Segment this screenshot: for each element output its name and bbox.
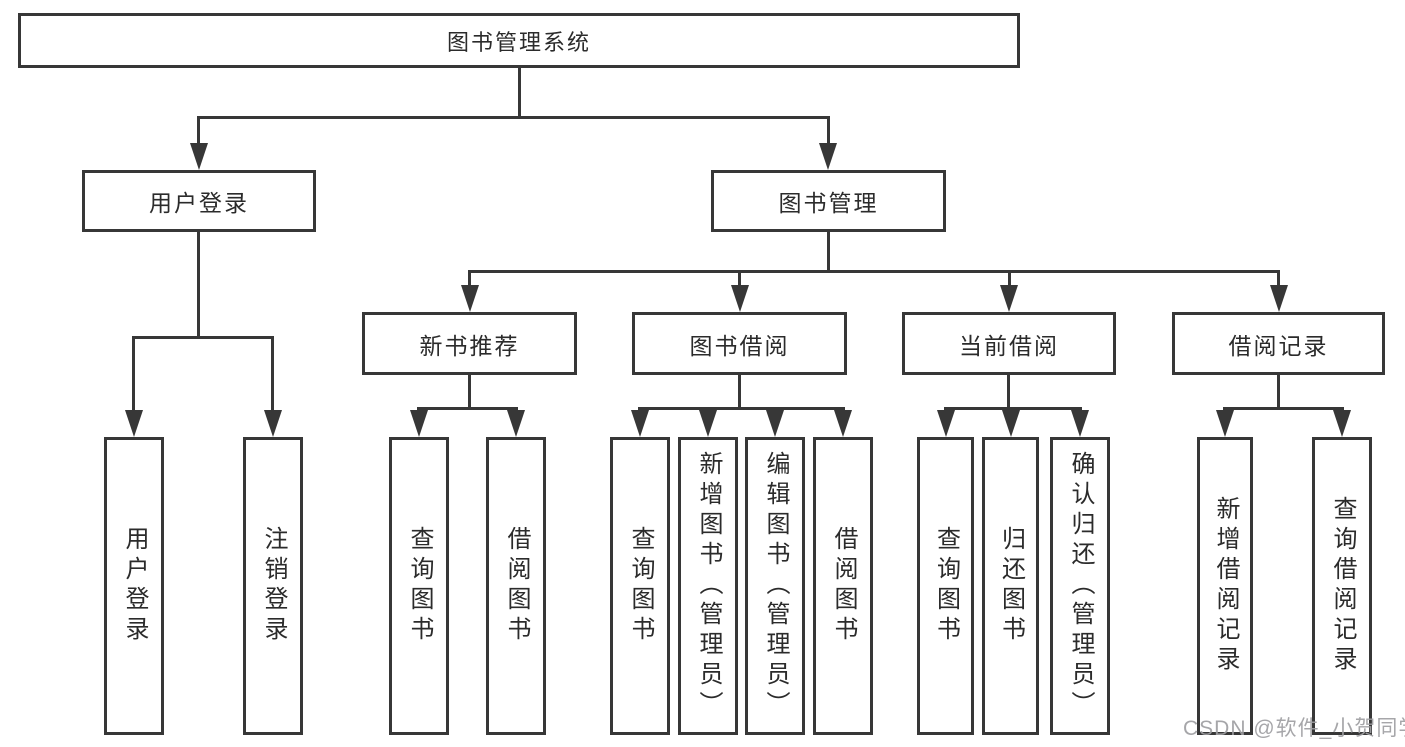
csdn-watermark: CSDN @软件_小贺同学 — [1183, 717, 1405, 740]
arrow-down-icon — [631, 410, 649, 437]
connector-root-stem — [518, 68, 521, 118]
leaf-query-books-recommend: 查询图书 — [389, 437, 449, 735]
arrow-down-icon — [1270, 285, 1288, 312]
connector-user-login-stem — [197, 232, 200, 336]
arrow-down-icon — [819, 143, 837, 170]
connector-leaf-drop — [271, 336, 274, 412]
leaf-borrow-books-recommend: 借阅图书 — [486, 437, 546, 735]
connector-new-book-drop — [468, 270, 471, 288]
arrow-down-icon — [1002, 410, 1020, 437]
connector-user-login-rail — [132, 336, 274, 339]
leaf-return-books: 归还图书 — [982, 437, 1039, 735]
leaf-add-book-admin: 新增图书（管理员） — [678, 437, 738, 735]
connector-current-borrowing-drop — [1008, 270, 1011, 288]
connector-leaf-drop — [132, 336, 135, 412]
connector-borrowing-records-rail — [1223, 407, 1344, 410]
leaf-edit-book-admin: 编辑图书（管理员） — [745, 437, 805, 735]
arrow-down-icon — [507, 410, 525, 437]
arrow-down-icon — [1333, 410, 1351, 437]
arrow-down-icon — [461, 285, 479, 312]
connector-book-borrowing-stem — [738, 375, 741, 410]
connector-current-borrowing-rail — [944, 407, 1082, 410]
connector-new-book-stem — [468, 375, 471, 410]
leaf-add-borrowing-record: 新增借阅记录 — [1197, 437, 1253, 735]
connector-new-book-rail — [417, 407, 518, 410]
arrow-down-icon — [1071, 410, 1089, 437]
node-book-management: 图书管理 — [711, 170, 946, 232]
leaf-confirm-return-admin: 确认归还（管理员） — [1050, 437, 1110, 735]
arrow-down-icon — [264, 410, 282, 437]
arrow-down-icon — [766, 410, 784, 437]
connector-borrowing-records-drop — [1277, 270, 1280, 288]
connector-borrowing-records-stem — [1277, 375, 1280, 410]
node-new-book-recommendation: 新书推荐 — [362, 312, 577, 375]
arrow-down-icon — [937, 410, 955, 437]
leaf-borrow-books-borrowing: 借阅图书 — [813, 437, 873, 735]
leaf-query-borrowing-record: 查询借阅记录 — [1312, 437, 1372, 735]
arrow-down-icon — [699, 410, 717, 437]
leaf-query-books-current: 查询图书 — [917, 437, 974, 735]
leaf-logout: 注销登录 — [243, 437, 303, 735]
arrow-down-icon — [125, 410, 143, 437]
connector-level3-rail — [468, 270, 1280, 273]
arrow-down-icon — [834, 410, 852, 437]
connector-book-borrowing-drop — [738, 270, 741, 288]
node-user-login: 用户登录 — [82, 170, 316, 232]
arrow-down-icon — [1216, 410, 1234, 437]
node-borrowing-records: 借阅记录 — [1172, 312, 1385, 375]
connector-root-rail — [197, 116, 830, 119]
arrow-down-icon — [190, 143, 208, 170]
arrow-down-icon — [731, 285, 749, 312]
node-book-borrowing: 图书借阅 — [632, 312, 847, 375]
connector-book-management-drop — [827, 116, 830, 146]
connector-book-borrowing-rail — [638, 407, 845, 410]
node-root: 图书管理系统 — [18, 13, 1020, 68]
connector-current-borrowing-stem — [1007, 375, 1010, 410]
node-current-borrowing: 当前借阅 — [902, 312, 1116, 375]
leaf-user-login: 用户登录 — [104, 437, 164, 735]
connector-book-management-stem — [827, 232, 830, 270]
arrow-down-icon — [1000, 285, 1018, 312]
arrow-down-icon — [410, 410, 428, 437]
leaf-query-books-borrowing: 查询图书 — [610, 437, 670, 735]
connector-user-login-drop — [197, 116, 200, 146]
